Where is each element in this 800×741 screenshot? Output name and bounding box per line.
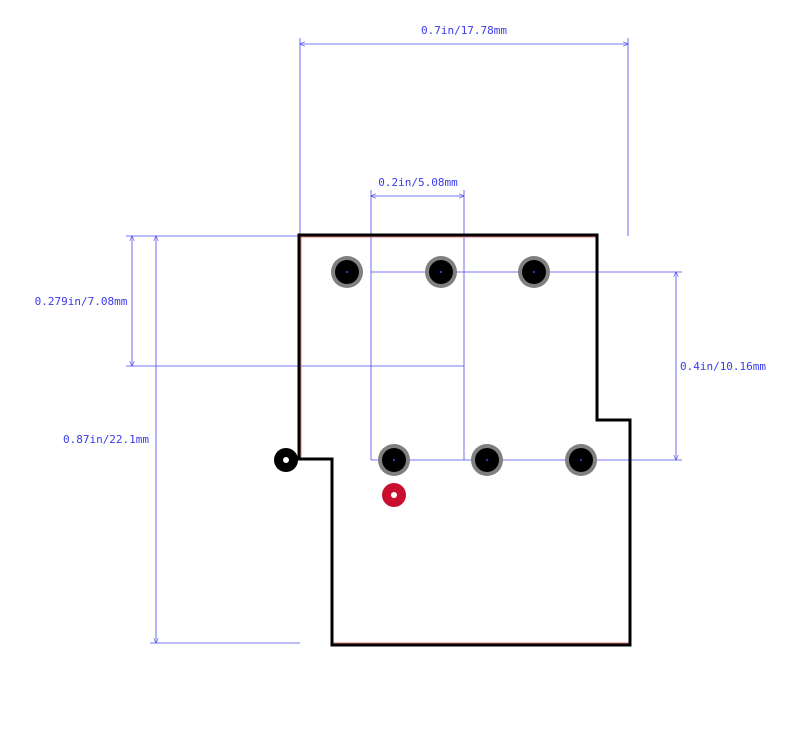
- label-pitch: 0.2in/5.08mm: [378, 176, 458, 189]
- extension-lines: [126, 38, 682, 644]
- pad-bottom-2: [471, 444, 503, 476]
- dimension-labels: 0.7in/17.78mm 0.2in/5.08mm 0.279in/7.08m…: [35, 24, 767, 446]
- pad-top-2: [425, 256, 457, 288]
- pads: [331, 256, 597, 476]
- pad-top-3: [518, 256, 550, 288]
- label-offset-height: 0.279in/7.08mm: [35, 295, 128, 308]
- pad-top-1: [331, 256, 363, 288]
- origin-marker: [274, 448, 298, 472]
- pin1-marker: [382, 483, 406, 507]
- outline-shadow: [300, 236, 630, 644]
- label-total-height: 0.87in/22.1mm: [63, 433, 149, 446]
- label-total-width: 0.7in/17.78mm: [421, 24, 507, 37]
- component-outline: [297, 233, 632, 647]
- label-row-spacing: 0.4in/10.16mm: [680, 360, 766, 373]
- pad-bottom-1: [378, 444, 410, 476]
- dimension-lines: [132, 44, 676, 643]
- pad-bottom-3: [565, 444, 597, 476]
